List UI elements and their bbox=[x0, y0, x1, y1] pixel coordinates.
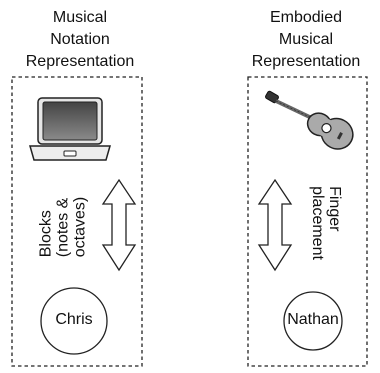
right-title-line-3: Representation bbox=[251, 53, 361, 70]
left-panel-title: Musical Notation Representation bbox=[0, 7, 160, 73]
person-nathan: Nathan bbox=[287, 311, 339, 328]
guitar-icon bbox=[265, 90, 354, 150]
left-double-arrow bbox=[101, 178, 137, 272]
right-title-line-1: Embodied bbox=[269, 9, 343, 26]
right-arrow-label: Finger placement bbox=[309, 186, 343, 260]
right-title-line-2: Musical bbox=[278, 31, 334, 48]
right-double-arrow bbox=[257, 178, 293, 272]
laptop-icon bbox=[29, 97, 111, 161]
right-panel-border bbox=[247, 76, 368, 367]
left-label-line-2: (notes & bbox=[54, 197, 72, 258]
chris-circle bbox=[40, 287, 108, 355]
left-label-line-3: octaves) bbox=[71, 196, 89, 258]
left-title-line-1: Musical bbox=[52, 9, 108, 26]
right-panel-title: Embodied Musical Representation bbox=[231, 7, 380, 73]
person-chris: Chris bbox=[55, 311, 93, 328]
left-title-line-2: Notation bbox=[50, 31, 110, 48]
left-arrow-label: Blocks (notes & octaves) bbox=[38, 197, 89, 257]
right-label-line-1: Finger bbox=[326, 186, 343, 232]
left-label-line-1: Blocks bbox=[37, 210, 55, 258]
right-label-line-2: placement bbox=[309, 186, 326, 260]
left-title-line-3: Representation bbox=[25, 53, 135, 70]
nathan-circle bbox=[283, 291, 343, 351]
left-panel-border bbox=[11, 76, 143, 367]
